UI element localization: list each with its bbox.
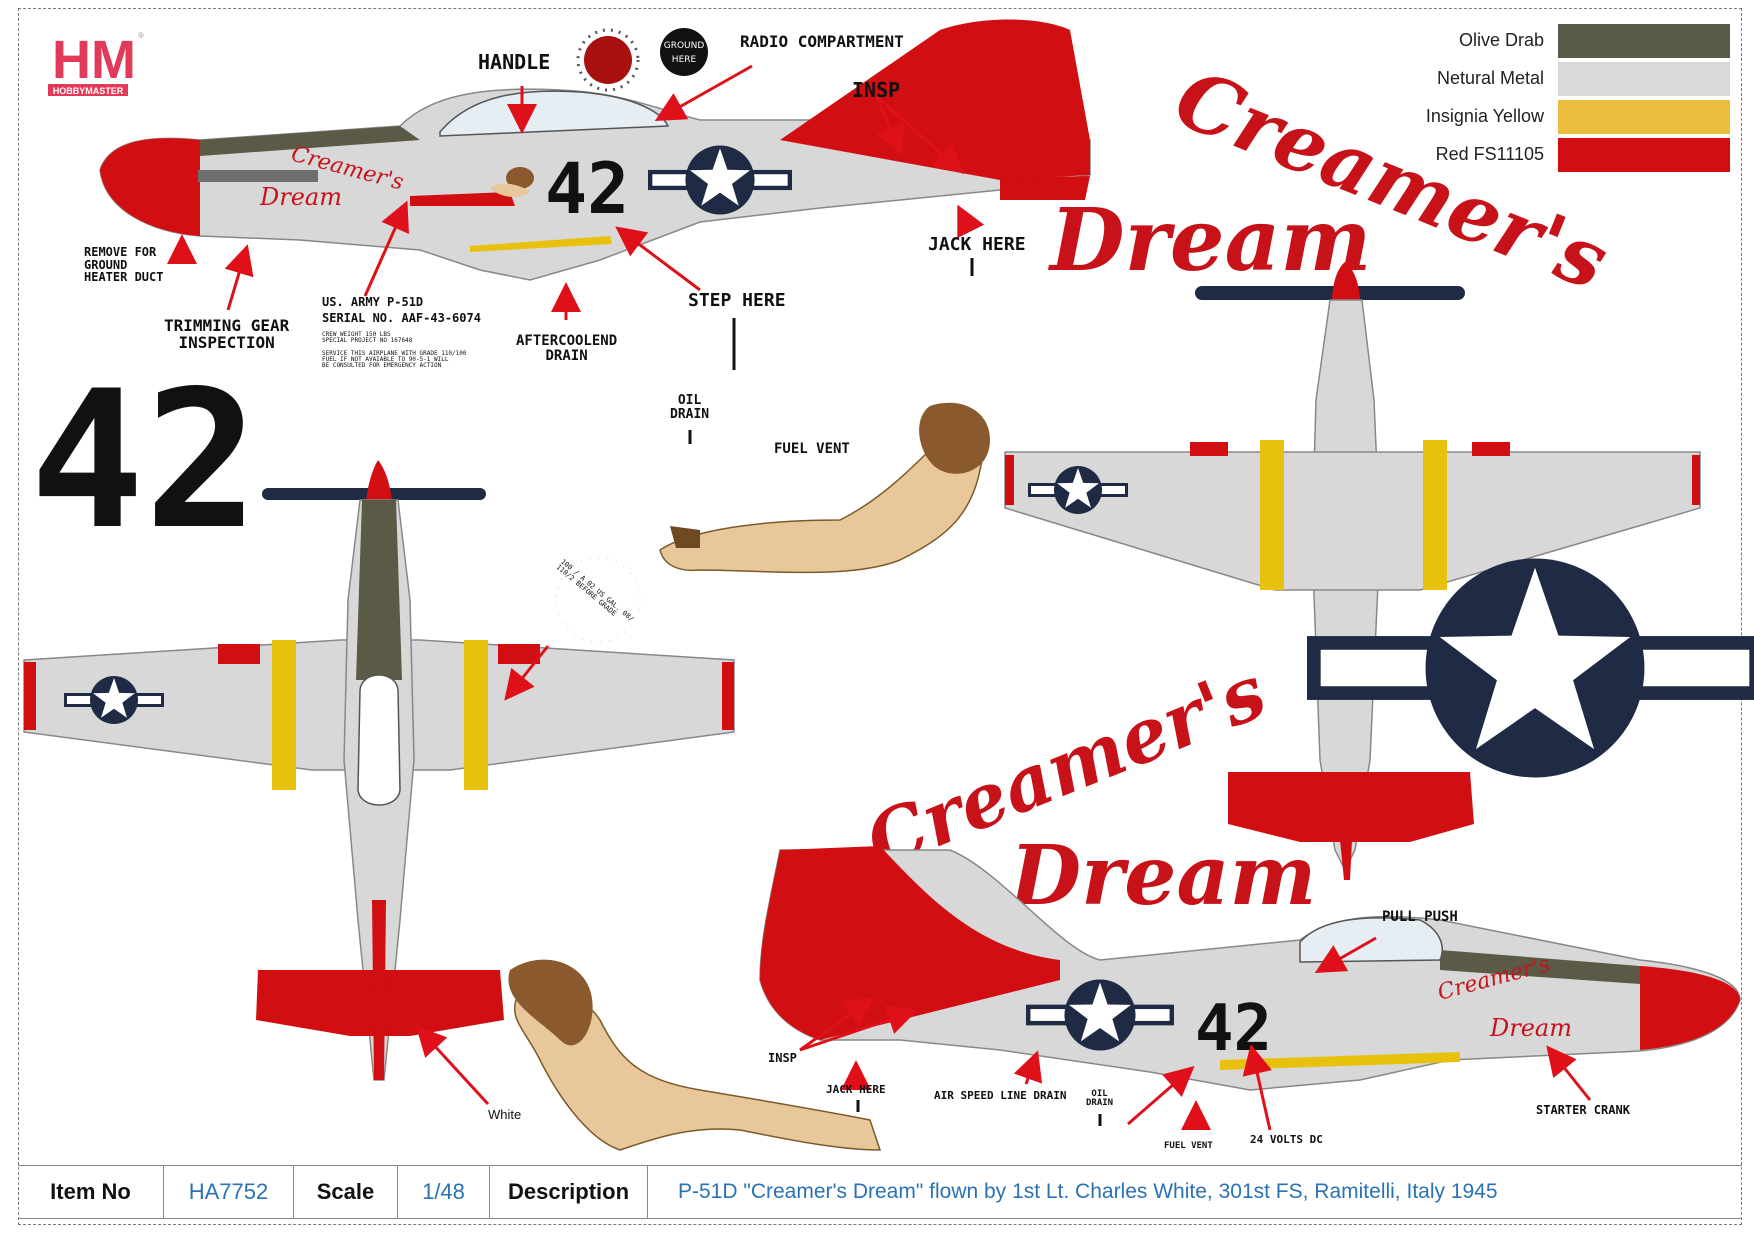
label-insp-top: INSP [852, 78, 901, 102]
legend-swatch [1558, 24, 1730, 58]
legend-swatch [1558, 138, 1730, 172]
label-jack-here-bottom: JACK HERE [826, 1083, 886, 1096]
label-fuel-vent-top: FUEL VENT [774, 441, 850, 457]
scale-label: Scale [294, 1166, 398, 1218]
item-no-value: HA7752 [164, 1166, 294, 1218]
side-number-42-bottom: 42 [1195, 992, 1272, 1066]
small-name-line2: Dream [259, 183, 342, 211]
label-24-volts-dc: 24 VOLTS DC [1250, 1133, 1323, 1146]
top-view [23, 460, 735, 1106]
logo-letters: HM [52, 30, 136, 90]
label-serial-line1: US. ARMY P-51D [322, 295, 424, 309]
pinup-decal-top [659, 402, 990, 574]
label-radio-compartment: RADIO COMPARTMENT [740, 32, 904, 51]
legend-item-insignia-yellow: Insignia Yellow [1330, 100, 1730, 136]
legend-swatch [1558, 62, 1730, 96]
logo-subtext: HOBBYMASTER [53, 86, 124, 96]
label-serial-line2: SERIAL NO. AAF-43-6074 [322, 311, 481, 325]
label-remove-heater-duct: REMOVE FOR GROUND HEATER DUCT [84, 245, 164, 285]
description-label: Description [490, 1166, 648, 1218]
legend-label: Netural Metal [1436, 68, 1544, 88]
label-jack-here-top: JACK HERE [928, 234, 1026, 255]
label-handle: HANDLE [478, 50, 551, 74]
bottom-right-profile: 42 Creamer's Dream [759, 846, 1741, 1131]
large-name-line2-top: Dream [1047, 190, 1371, 291]
legend-label: Insignia Yellow [1425, 106, 1544, 126]
label-white: White [488, 1107, 522, 1122]
fuel-cap-stencil [555, 557, 641, 643]
info-bar: Item No HA7752 Scale 1/48 Description P-… [18, 1165, 1742, 1219]
small-name-line2-bottom: Dream [1489, 1014, 1572, 1042]
label-serial-small-print: CREW WEIGHT 150 LBS SPECIAL PROJECT NO 1… [322, 331, 467, 370]
large-number-42: 42 [30, 350, 259, 571]
hobbymaster-logo: HM HOBBYMASTER ® [46, 28, 146, 112]
legend-item-red: Red FS11105 [1330, 138, 1730, 174]
legend-label: Olive Drab [1458, 30, 1544, 50]
scale-value: 1/48 [398, 1166, 490, 1218]
large-name-line2-bottom: Dream [1008, 828, 1316, 924]
label-oil-drain-bottom: OIL DRAIN [1086, 1089, 1114, 1109]
legend-swatch [1558, 100, 1730, 134]
description-value: P-51D "Creamer's Dream" flown by 1st Lt.… [678, 1180, 1498, 1203]
pinup-decal-bottom [508, 959, 882, 1151]
side-number-42: 42 [545, 148, 629, 230]
legend-item-olive-drab: Olive Drab [1330, 24, 1730, 60]
sheet-border [18, 8, 1742, 1225]
label-insp-bottom: INSP [768, 1051, 797, 1065]
label-aftercoolend-drain: AFTERCOOLEND DRAIN [516, 333, 618, 364]
legend-label: Red FS11105 [1435, 144, 1544, 164]
item-no-label: Item No [18, 1166, 164, 1218]
label-starter-crank: STARTER CRANK [1536, 1103, 1630, 1117]
label-step-here: STEP HERE [688, 290, 786, 311]
label-pull-push: PULL PUSH [1382, 909, 1458, 925]
underside-view [1004, 262, 1701, 880]
label-oil-drain-top: OIL DRAIN [670, 393, 710, 422]
label-air-speed-line-drain: AIR SPEED LINE DRAIN [934, 1089, 1067, 1102]
label-fuel-vent-bottom: FUEL VENT [1164, 1141, 1213, 1151]
registered-mark: ® [138, 31, 144, 40]
legend-item-natural-metal: Netural Metal [1330, 62, 1730, 98]
label-trimming-gear: TRIMMING GEAR INSPECTION [164, 316, 290, 352]
